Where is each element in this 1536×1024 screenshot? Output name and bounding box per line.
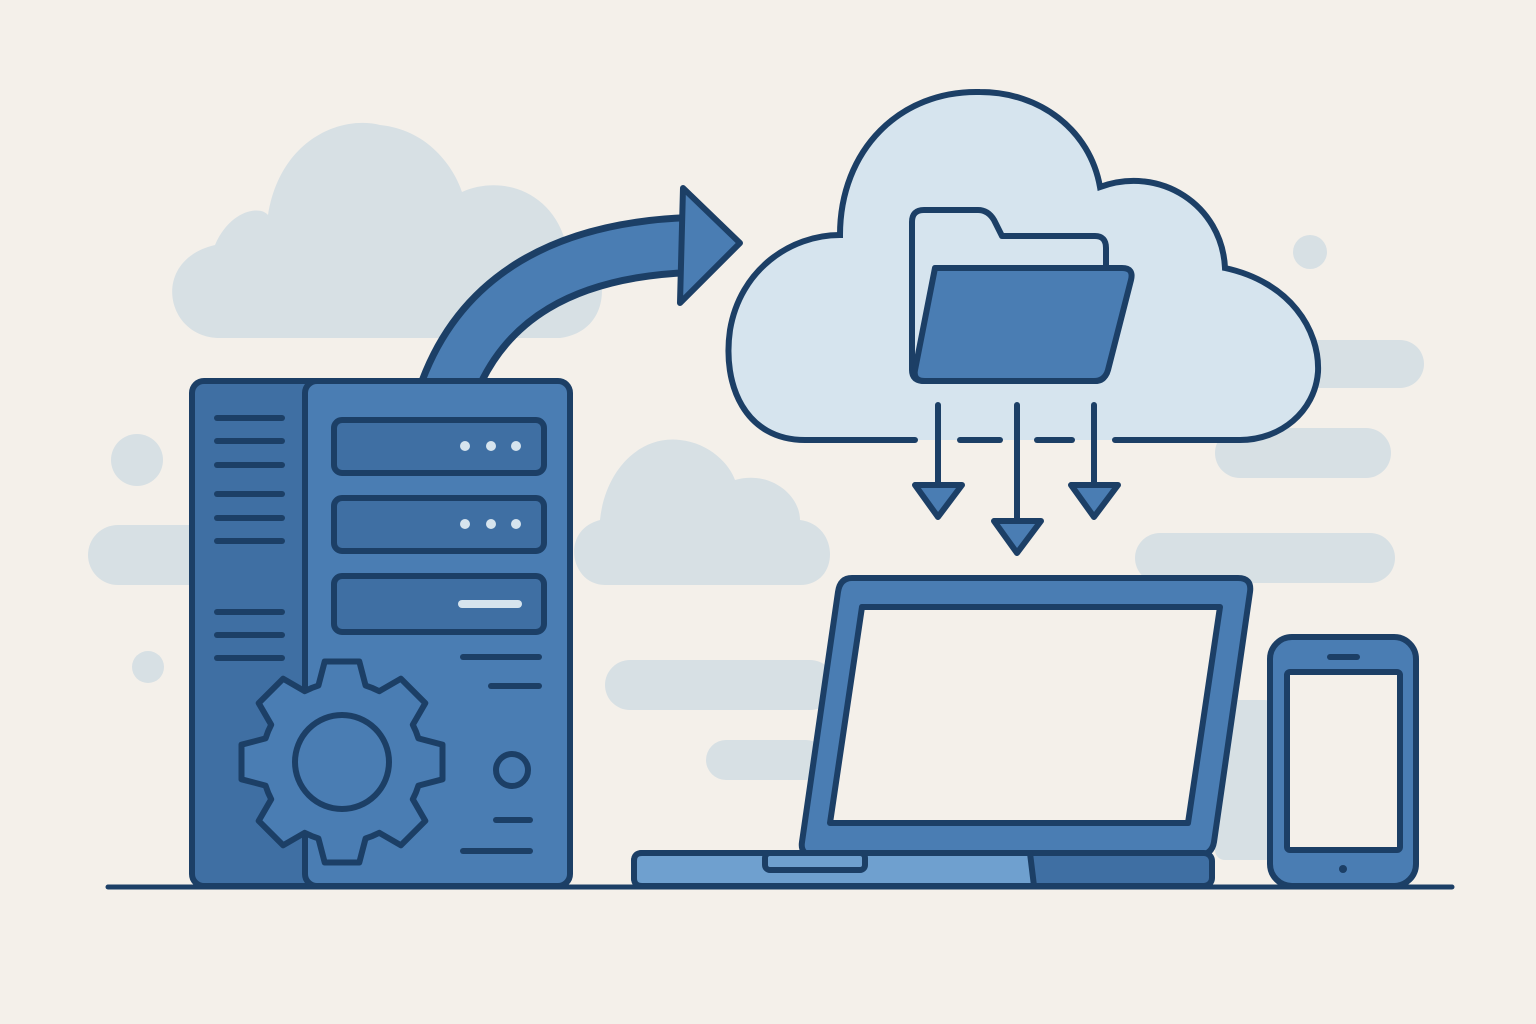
smartphone-icon <box>1267 634 1419 889</box>
laptop-icon <box>631 575 1254 889</box>
download-arrow-icon <box>912 402 965 520</box>
folder-icon <box>909 207 1135 384</box>
phone-screen <box>1284 669 1403 853</box>
download-arrow-icon <box>1068 402 1121 520</box>
upload-arrow-icon <box>418 185 743 402</box>
laptop-screen <box>827 604 1223 826</box>
download-arrow-icon <box>991 402 1044 556</box>
trackpad-notch <box>762 850 868 873</box>
download-arrows <box>912 402 1121 556</box>
gear-icon <box>238 658 446 866</box>
